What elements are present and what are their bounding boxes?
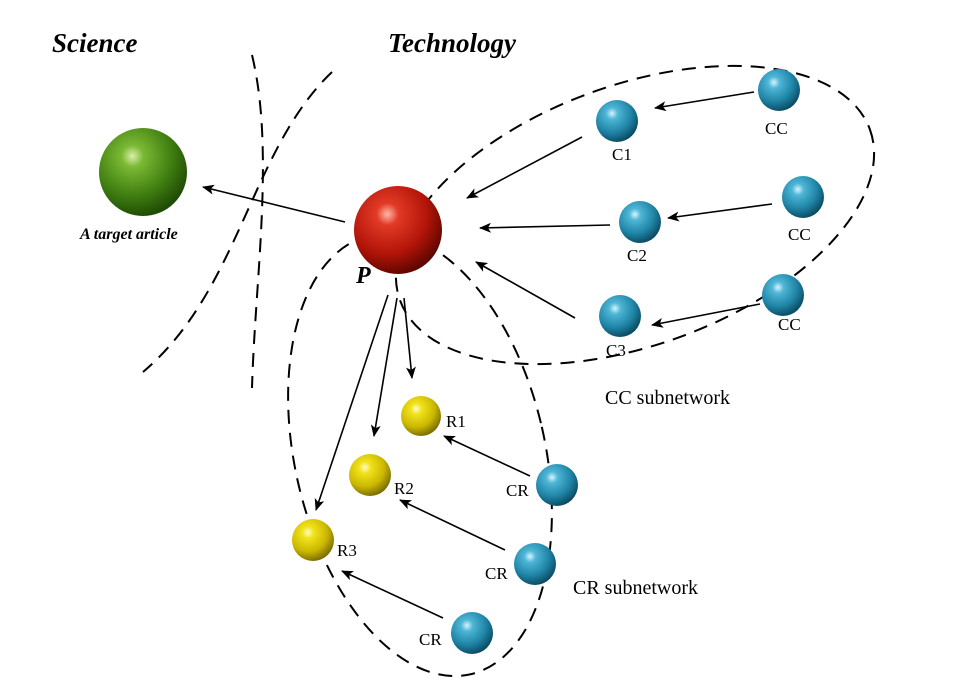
cr1-node (536, 464, 578, 506)
c2-node (619, 201, 661, 243)
cc2-label: CC (788, 225, 811, 244)
cr-subnetwork-label: CR subnetwork (573, 577, 698, 599)
edge-cr1-r1 (443, 435, 531, 477)
science-boundary-outer (142, 71, 333, 373)
edge-cc3-c3 (651, 303, 761, 328)
cc-subnetwork-label: CC subnetwork (605, 387, 730, 409)
cr3-label: CR (419, 630, 442, 649)
technology-label: Technology (388, 28, 517, 58)
r2-label: R2 (394, 479, 414, 498)
cc3-node (762, 274, 804, 316)
edge-p-r3 (314, 294, 389, 511)
edge-p-target (202, 184, 346, 223)
target-article-node (99, 128, 187, 216)
edges (202, 91, 773, 619)
edge-c1-p (466, 136, 583, 199)
science-label: Science (52, 28, 137, 58)
r3-label: R3 (337, 541, 357, 560)
c1-node (596, 100, 638, 142)
cc1-node (758, 69, 800, 111)
r1-label: R1 (446, 412, 466, 431)
r2-node (349, 454, 391, 496)
edge-cr2-r2 (399, 499, 506, 551)
cr2-label: CR (485, 564, 508, 583)
edge-c2-p (479, 222, 611, 233)
cc1-label: CC (765, 119, 788, 138)
cc2-node (782, 176, 824, 218)
science-boundary-inner (251, 54, 264, 389)
cc-subnetwork-boundary (394, 64, 876, 366)
edge-cr3-r3 (341, 570, 444, 619)
cc3-label: CC (778, 315, 801, 334)
cr2-node (514, 543, 556, 585)
edge-cc2-c2 (667, 203, 773, 222)
cr3-node (451, 612, 493, 654)
edge-cc1-c1 (654, 91, 755, 112)
r3-node (292, 519, 334, 561)
c3-node (599, 295, 641, 337)
c2-label: C2 (627, 246, 647, 265)
target-article-label: A target article (79, 226, 178, 243)
edge-p-r1 (403, 297, 416, 379)
r1-node (401, 396, 441, 436)
edge-c3-p (475, 261, 576, 319)
edge-p-r2 (370, 297, 398, 437)
c3-label: C3 (606, 341, 626, 360)
c1-label: C1 (612, 145, 632, 164)
cr-subnetwork-boundary (287, 232, 553, 678)
paper-p-node (354, 186, 442, 274)
paper-p-label: P (355, 263, 371, 289)
cr1-label: CR (506, 481, 529, 500)
